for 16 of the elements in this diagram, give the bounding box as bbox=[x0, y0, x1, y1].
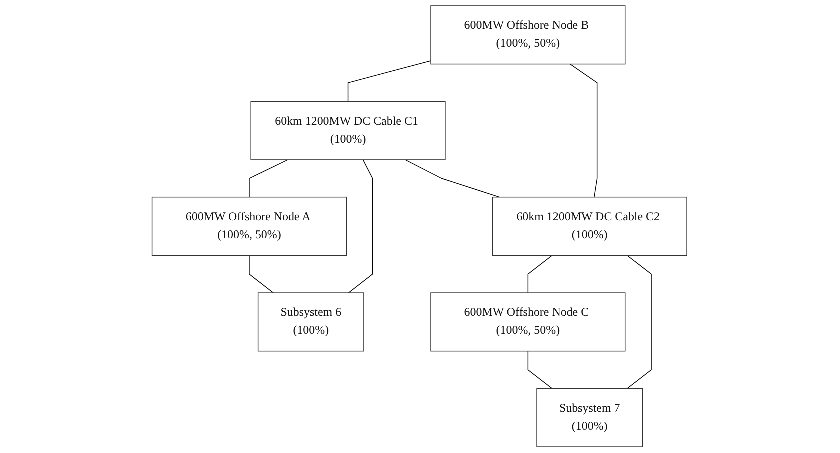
node-box: 600MW Offshore Node A (100%, 50%) bbox=[152, 196, 348, 256]
node-box: 600MW Offshore Node B (100%, 50%) bbox=[430, 6, 626, 65]
connector bbox=[348, 160, 374, 294]
connector bbox=[249, 255, 274, 294]
connector bbox=[627, 255, 652, 390]
node-box: Subsystem 6 (100%) bbox=[258, 292, 365, 352]
connector bbox=[249, 160, 289, 198]
node-box: 60km 1200MW DC Cable C1 (100%) bbox=[251, 101, 446, 160]
node-box: Subsystem 7 (100%) bbox=[536, 388, 644, 448]
connector bbox=[528, 350, 553, 390]
node-box: 600MW Offshore Node C (100%, 50%) bbox=[430, 292, 626, 352]
connector bbox=[405, 160, 500, 198]
node-box: 60km 1200MW DC Cable C2 (100%) bbox=[492, 196, 688, 256]
connector bbox=[570, 64, 598, 198]
connector bbox=[528, 255, 553, 294]
connector bbox=[348, 60, 432, 102]
